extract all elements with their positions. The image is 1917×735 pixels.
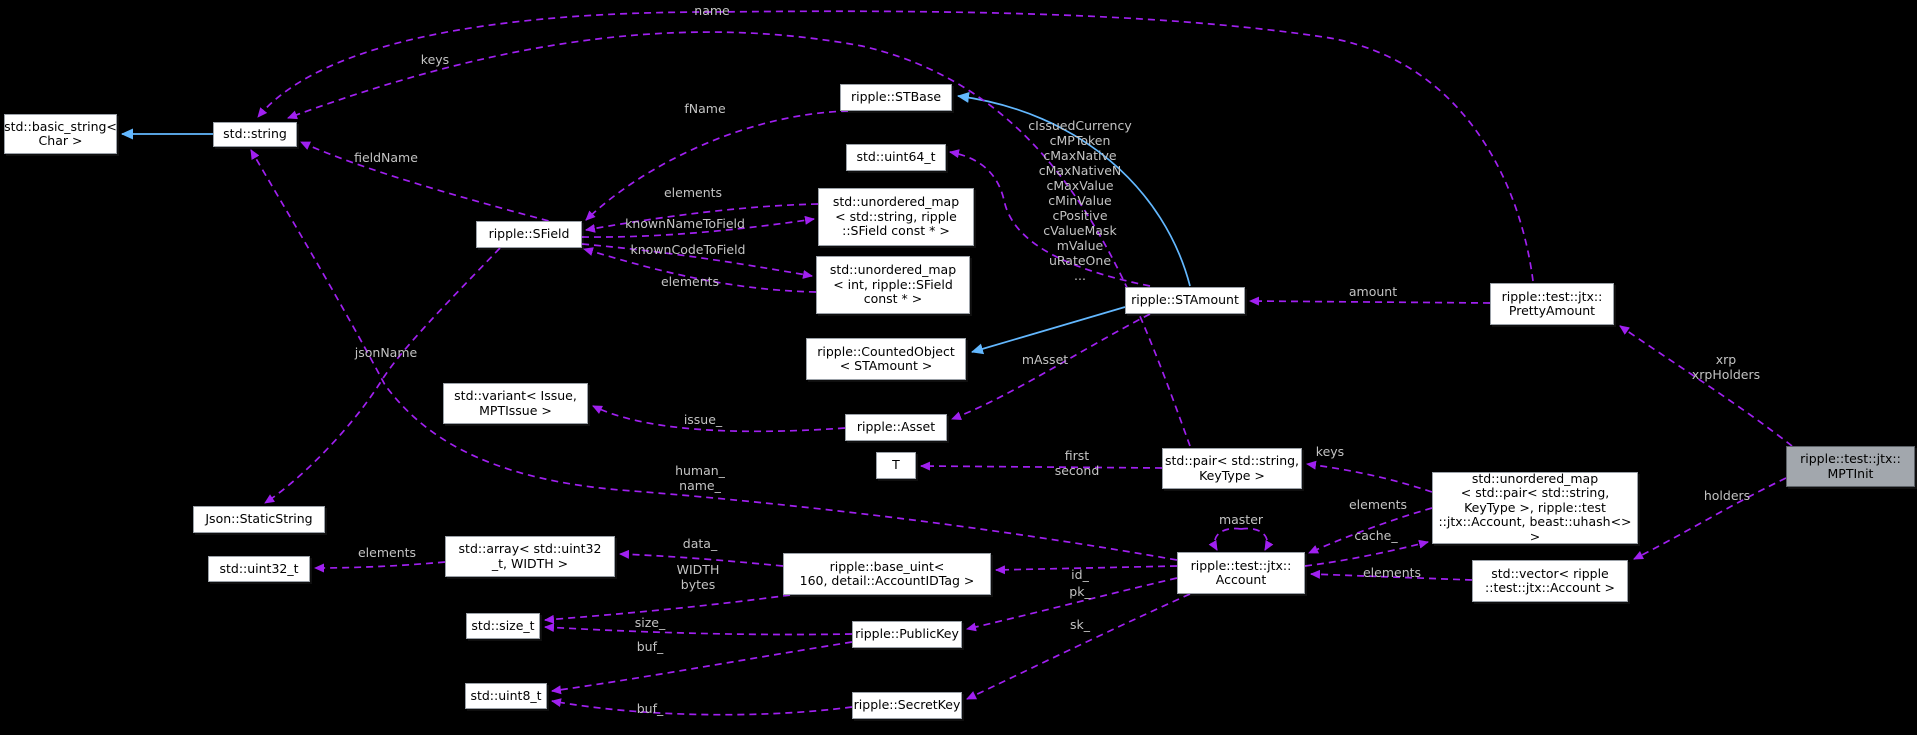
edge-label-jsonname: jsonName	[354, 345, 418, 360]
edge-issue	[592, 405, 846, 433]
edge-elements-vector	[1310, 569, 1473, 581]
edge-label-keys-top: keys	[420, 52, 450, 67]
edge-label-keys-pair: keys	[1315, 444, 1345, 459]
node-base-uint[interactable]: ripple::base_uint< 160, detail::AccountI…	[783, 553, 991, 595]
edge-name	[257, 10, 1534, 282]
node-umap-int-sfield[interactable]: std::unordered_map < int, ripple::SField…	[816, 256, 970, 314]
node-pair-string-keytype[interactable]: std::pair< std::string, KeyType >	[1162, 448, 1302, 489]
node-asset[interactable]: ripple::Asset	[845, 414, 947, 441]
edge-label-stamount-members: cIssuedCurrency cMPToken cMaxNative cMax…	[1028, 118, 1132, 283]
edge-buf-pub	[551, 641, 853, 695]
edge-pk	[966, 577, 1178, 632]
node-uint8-t[interactable]: std::uint8_t	[465, 683, 547, 709]
edge-label-elements-int: elements	[660, 274, 720, 289]
edge-elements-str	[585, 203, 819, 233]
node-secretkey[interactable]: ripple::SecretKey	[852, 692, 962, 719]
node-sfield[interactable]: ripple::SField	[476, 221, 582, 248]
node-t-param[interactable]: T	[876, 452, 916, 479]
edge-label-master: master	[1218, 512, 1264, 527]
edge-label-pk: pk_	[1069, 584, 1091, 599]
edge-label-holders: holders	[1703, 488, 1751, 503]
edge-label-elements-vector: elements	[1362, 565, 1422, 580]
edge-master-right	[1240, 527, 1274, 551]
edge-amount	[1249, 296, 1491, 306]
node-account[interactable]: ripple::test::jtx:: Account	[1177, 552, 1305, 594]
edge-label-id: id_	[1071, 567, 1089, 582]
node-mptinit[interactable]: ripple::test::jtx:: MPTInit	[1786, 446, 1915, 487]
edge-first-second	[920, 461, 1163, 471]
node-basic-string[interactable]: std::basic_string< Char >	[4, 114, 117, 154]
node-size-t[interactable]: std::size_t	[466, 613, 540, 639]
edge-cache	[1304, 539, 1429, 567]
edge-fieldname	[300, 141, 561, 225]
node-umap-string-sfield[interactable]: std::unordered_map < std::string, ripple…	[818, 188, 974, 246]
edge-inherit-stbase	[957, 91, 1191, 287]
node-stbase[interactable]: ripple::STBase	[840, 84, 952, 111]
node-std-string[interactable]: std::string	[213, 122, 297, 147]
edge-label-knownnametofield: knownNameToField	[625, 216, 745, 231]
edge-knownnametofield	[581, 215, 815, 238]
node-variant-issue[interactable]: std::variant< Issue, MPTIssue >	[443, 383, 588, 424]
edge-keys-pair	[1306, 460, 1433, 493]
node-stamount[interactable]: ripple::STAmount	[1125, 287, 1245, 314]
edge-size	[544, 623, 853, 636]
edge-data	[619, 549, 784, 567]
node-vector-account[interactable]: std::vector< ripple ::test::jtx::Account…	[1472, 560, 1628, 602]
edge-fname	[585, 110, 849, 221]
edge-label-issue: issue_	[683, 412, 723, 427]
edge-label-data: data_	[682, 536, 718, 551]
edge-xrp-xrpholders	[1619, 325, 1793, 447]
node-umap-pair-account[interactable]: std::unordered_map < std::pair< std::str…	[1432, 471, 1638, 544]
edge-master-left	[1208, 527, 1242, 551]
edge-label-human-name: human_ name_	[675, 463, 725, 493]
edge-elements-array	[314, 561, 446, 573]
edge-label-elements-cache-map: elements	[1348, 497, 1408, 512]
edge-inherit-counted-object	[971, 306, 1126, 355]
edge-label-knowncodetofield: knownCodeToField	[630, 242, 746, 257]
edge-label-width-bytes: WIDTH bytes	[676, 562, 720, 592]
edge-label-first-second: first second	[1054, 448, 1100, 478]
edge-label-buf-sec: buf_	[636, 701, 664, 716]
node-uint64-t[interactable]: std::uint64_t	[846, 144, 946, 171]
edge-label-cache: cache_	[1354, 528, 1398, 543]
edge-id	[995, 565, 1178, 575]
edge-label-fname: fName	[684, 101, 726, 116]
edge-label-amount: amount	[1348, 284, 1398, 299]
edge-buf-sec	[551, 698, 853, 716]
node-counted-object[interactable]: ripple::CountedObject < STAmount >	[806, 338, 966, 380]
edge-masset	[951, 313, 1151, 420]
node-pretty-amount[interactable]: ripple::test::jtx:: PrettyAmount	[1490, 283, 1614, 325]
edge-label-size: size_	[634, 615, 666, 630]
edge-label-elements-str: elements	[663, 185, 723, 200]
edge-label-xrp-xrpholders: xrp xrpHolders	[1691, 352, 1761, 382]
edge-label-masset: mAsset	[1021, 352, 1069, 367]
edge-jsonname	[264, 247, 501, 504]
edge-label-sk: sk_	[1069, 617, 1091, 632]
edge-elements-cache-map	[1308, 507, 1433, 554]
edge-holders	[1633, 477, 1787, 560]
node-uint32-t[interactable]: std::uint32_t	[208, 556, 310, 582]
edge-label-elements-array: elements	[357, 545, 417, 560]
edge-label-name: name	[694, 3, 730, 18]
node-json-staticstring[interactable]: Json::StaticString	[193, 506, 325, 533]
edge-label-buf-pub: buf_	[636, 639, 664, 654]
node-publickey[interactable]: ripple::PublicKey	[852, 621, 962, 648]
edge-label-fieldname: fieldName	[354, 150, 418, 165]
node-array-uint32[interactable]: std::array< std::uint32 _t, WIDTH >	[445, 536, 615, 577]
edge-sk	[966, 593, 1191, 700]
edge-stamount-members	[949, 149, 1151, 287]
edge-keys-top	[287, 31, 1191, 447]
edge-width-bytes	[544, 594, 791, 624]
